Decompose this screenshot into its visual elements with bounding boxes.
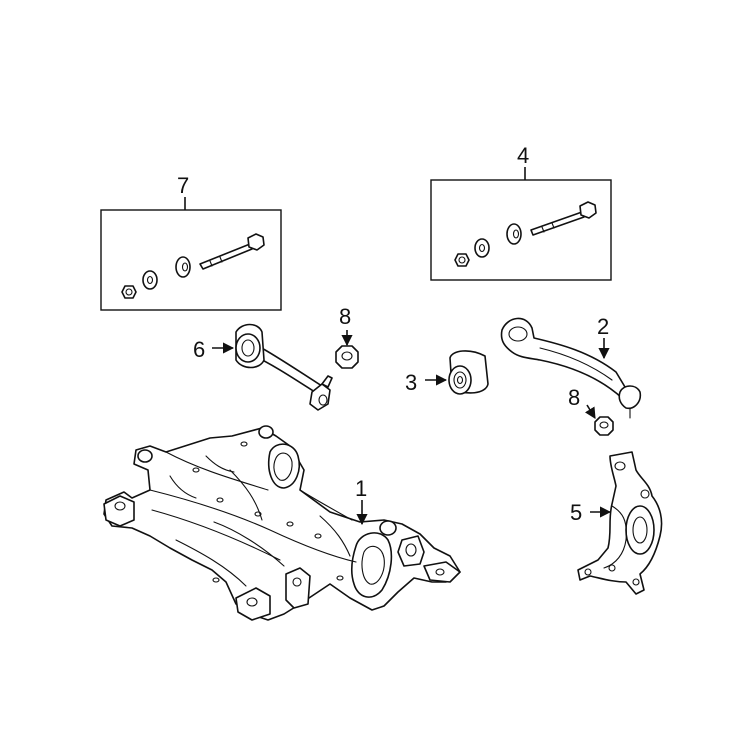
control-arm-6: 6 (193, 323, 333, 411)
steering-knuckle-5: 5 (570, 451, 663, 595)
nut-7 (121, 285, 137, 299)
callout-8b: 8 (568, 385, 580, 410)
control-arm-2: 2 (500, 314, 642, 419)
washer-4a (474, 238, 490, 258)
callout-2: 2 (597, 314, 609, 339)
callout-6: 6 (193, 337, 205, 362)
washer-7a (142, 270, 158, 290)
bushing-8b: 8 (568, 385, 614, 436)
hardware-kit-7: 7 (100, 173, 282, 311)
leader-8b (584, 404, 596, 419)
callout-4: 4 (517, 143, 529, 168)
callout-7: 7 (177, 173, 189, 198)
hardware-kit-4: 4 (430, 143, 612, 281)
bushing-3: 3 (405, 350, 489, 395)
callout-8a: 8 (339, 304, 351, 329)
callout-3: 3 (405, 370, 417, 395)
bolt-4 (530, 201, 597, 236)
kit-box-4 (430, 179, 612, 281)
bushing-8a: 8 (335, 304, 359, 369)
nut-4 (454, 253, 470, 267)
callout-5: 5 (570, 500, 582, 525)
callout-1: 1 (355, 476, 367, 501)
kit-box-7 (100, 209, 282, 311)
bolt-7 (199, 233, 265, 270)
subframe-1: 1 (103, 425, 461, 621)
washer-4b (506, 223, 522, 245)
washer-7b (175, 256, 191, 278)
